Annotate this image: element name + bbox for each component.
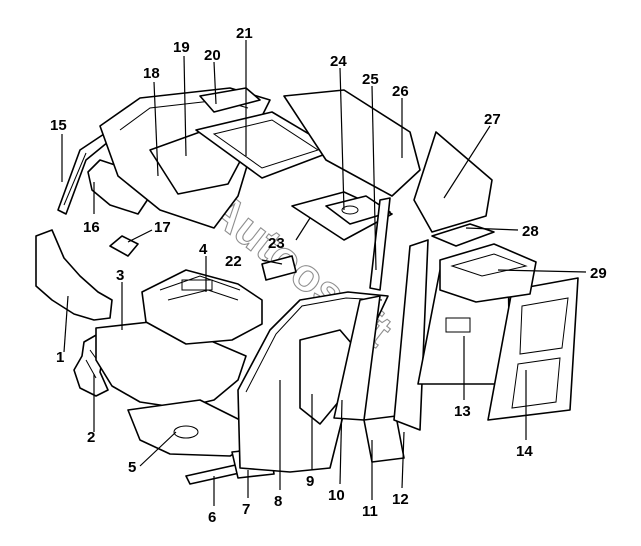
part-1-side-panel (35, 229, 113, 321)
part-27-quarter-panel (413, 131, 493, 233)
callout-4: 4 (199, 241, 208, 258)
callout-18: 18 (143, 65, 160, 82)
part-28-top-trim (431, 223, 495, 247)
callout-3: 3 (116, 267, 124, 284)
callout-9: 9 (306, 473, 314, 490)
callout-6: 6 (208, 509, 216, 526)
callout-29: 29 (590, 265, 607, 282)
callout-12: 12 (392, 491, 409, 508)
callout-11: 11 (362, 503, 378, 520)
callout-7: 7 (242, 501, 250, 518)
part-11-pillar-bracket (363, 415, 405, 463)
callout-2: 2 (87, 429, 95, 446)
callout-24: 24 (330, 53, 347, 70)
callout-22: 22 (225, 253, 242, 270)
callout-20: 20 (204, 47, 221, 64)
callout-10: 10 (328, 487, 345, 504)
callout-21: 21 (236, 25, 253, 42)
callout-16: 16 (83, 219, 100, 236)
part-29-storage-box (439, 243, 537, 303)
callout-5: 5 (128, 459, 136, 476)
callout-13: 13 (454, 403, 471, 420)
callout-23: 23 (268, 235, 285, 252)
part-10-pillar-trim (333, 295, 381, 421)
callout-15: 15 (50, 117, 67, 134)
callout-25: 25 (362, 71, 379, 88)
part-12-b-pillar (393, 239, 429, 431)
callout-17: 17 (154, 219, 171, 236)
part-16-small-mat (87, 159, 151, 215)
leader-lines (61, 40, 587, 506)
part-25-pillar-strip (369, 197, 391, 291)
callout-1: 1 (56, 349, 64, 366)
callout-28: 28 (522, 223, 539, 240)
callout-8: 8 (274, 493, 282, 510)
callout-14: 14 (516, 443, 533, 460)
callout-19: 19 (173, 39, 190, 56)
part-5-front-mat (127, 399, 253, 457)
callout-labels: 1 2 3 4 5 6 7 8 9 10 11 12 13 14 15 16 1… (50, 25, 607, 526)
callout-27: 27 (484, 111, 501, 128)
callout-26: 26 (392, 83, 409, 100)
part-4-center-console (141, 269, 263, 345)
part-26-rear-roof-panel (283, 89, 421, 197)
part-14-rear-door-panel (487, 277, 579, 421)
